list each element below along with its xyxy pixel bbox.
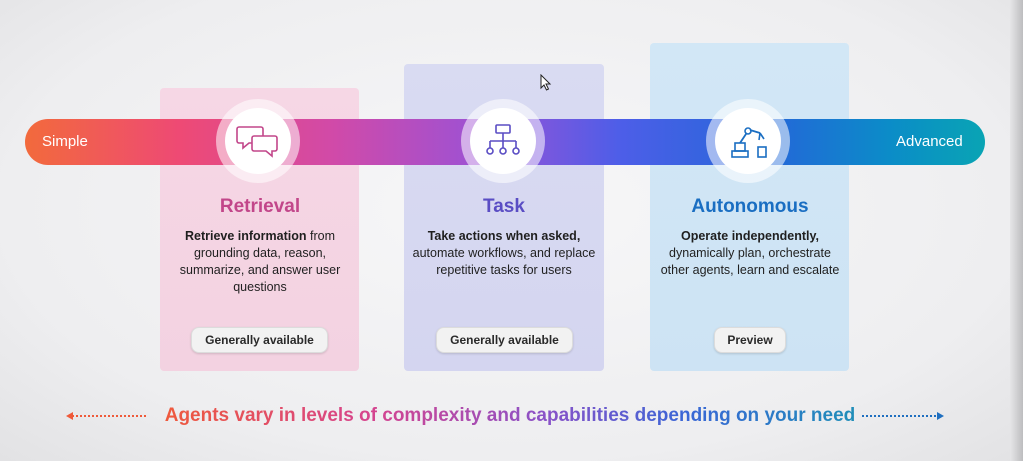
scale-right-label: Advanced [896,133,963,150]
retrieval-title: Retrieval [219,196,301,217]
retrieval-icon-ring [216,99,300,183]
scale-left-label: Simple [42,133,88,150]
task-status-badge: Generally available [436,327,573,353]
retrieval-description-bold: Retrieve information [184,229,307,243]
retrieval-status-badge: Generally available [191,327,328,353]
autonomous-status-badge: Preview [714,327,786,353]
task-description-bold: Take actions when asked, [427,229,581,243]
autonomous-title: Autonomous [691,196,809,217]
mouse-cursor-icon [540,74,552,91]
retrieval-description: Retrieve information from grounding data… [165,228,355,296]
slide-edge [1010,0,1023,461]
right-arrow-icon [862,412,944,420]
footer-caption: Agents vary in levels of complexity and … [160,405,860,429]
autonomous-description-rest: dynamically plan, orchestrate other agen… [660,246,840,277]
task-description: Take actions when asked, automate workfl… [409,228,599,279]
autonomous-description: Operate independently, dynamically plan,… [655,228,845,279]
task-description-rest: automate workflows, and replace repetiti… [412,246,596,277]
workflow-icon [486,124,520,155]
left-arrow-icon [66,412,148,420]
autonomous-card [650,43,849,371]
autonomous-description-bold: Operate independently, [681,229,819,243]
task-title: Task [483,196,525,217]
task-icon-ring [461,99,545,183]
retrieval-description-rest: from grounding data, reason, summarize, … [179,229,341,294]
autonomous-icon-ring [706,99,790,183]
robot-arm-icon [731,127,767,158]
chat-bubbles-icon [236,126,278,158]
